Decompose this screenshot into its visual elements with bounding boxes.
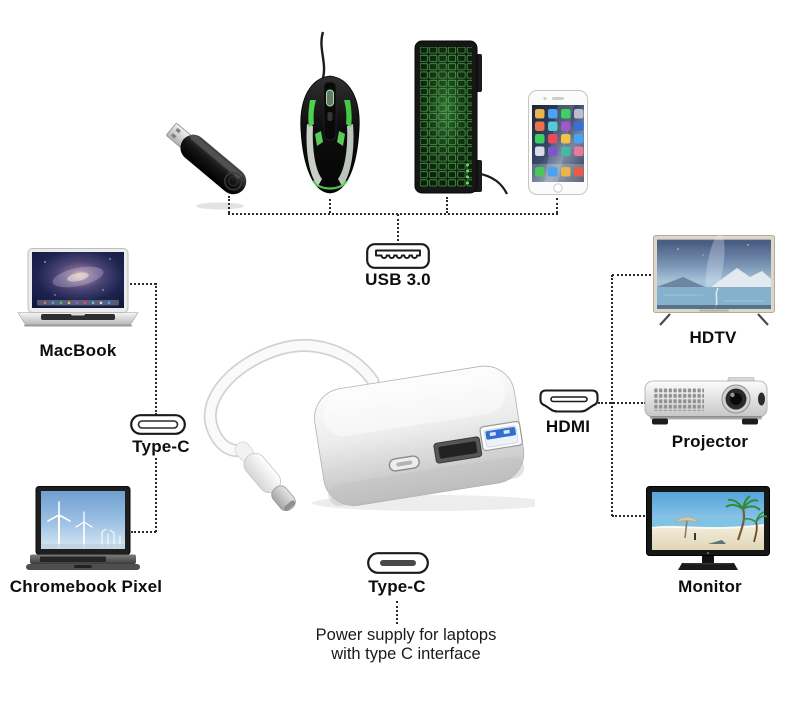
connector-line [130,283,156,285]
usb-c-adapter-image [203,339,535,512]
adapter-usb-a-port [479,420,523,452]
macbook-icon [17,248,139,327]
mouse-scroll-wheel [326,89,334,107]
monitor-icon [646,486,770,570]
usb-flash-drive-icon [166,123,247,210]
wind-turbines [47,501,121,549]
macbook-dock [43,301,111,305]
usb3-port-icon [366,243,430,269]
keyboard-cable [475,171,508,195]
chromebook-icon [26,486,140,570]
mouse-cable [320,31,326,79]
connector-line [397,214,399,241]
power-note-line2: with type C interface [331,645,481,663]
connector-line [556,198,558,213]
connector-line [396,601,398,624]
palm-trees [725,495,768,543]
connector-line [611,275,613,516]
adapter-hdmi-port [433,436,483,464]
projector-icon [644,377,768,425]
connector-line [612,274,655,276]
connector-line [155,458,157,532]
hdtv-label: HDTV [689,328,737,347]
gaming-mouse-icon [300,31,360,194]
adapter-type-c-port [388,455,420,472]
hdmi-port-icon [539,389,599,413]
monitor-label: Monitor [678,577,742,596]
iphone-app-grid [532,109,584,182]
hdmi-label: HDMI [545,417,591,436]
type-c-bottom-label: Type-C [368,577,426,596]
connector-line [228,213,558,215]
type-c-left-label: Type-C [132,437,190,456]
chromebook-label: Chromebook Pixel [9,577,163,596]
hdtv-icon [653,235,775,326]
connector-line [598,402,646,404]
connector-line [155,283,157,415]
usb3-label: USB 3.0 [365,270,431,289]
connector-line [329,199,331,213]
beach-umbrella [673,516,701,539]
type-c-port-icon-bottom [367,552,429,574]
type-c-port-icon-left [130,414,186,435]
connector-line [228,196,230,213]
projector-label: Projector [671,432,749,451]
macbook-label: MacBook [39,341,117,360]
keyboard-icon [414,40,508,195]
power-note-line1: Power supply for laptops [315,626,497,644]
connector-line [446,197,448,213]
iphone-icon [528,90,588,195]
connector-line [612,515,652,517]
connector-line [131,531,156,533]
usb-c-plug [234,441,296,512]
